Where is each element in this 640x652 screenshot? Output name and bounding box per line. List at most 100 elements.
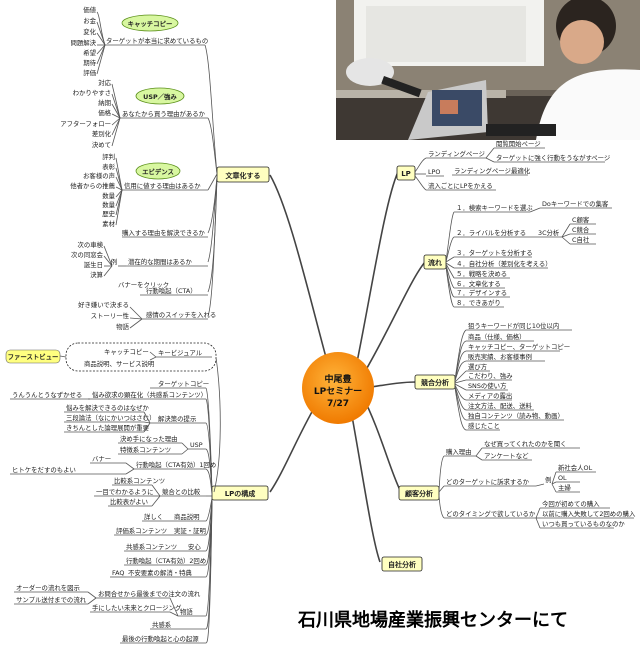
node-label: オーダーの流れを図示 [16,583,81,592]
nagare-lines [445,207,612,308]
node-label: 例 [111,257,117,266]
node-label: 好き嫌いで決まる [78,300,129,309]
kyogo-lines [454,329,572,431]
node-label: 表彰 [102,162,115,171]
node-label: 他者からの推薦 [70,181,115,190]
node-label: キービジュアル [158,348,203,357]
node-label: 最後の行動喚起と心の起源 [122,634,199,643]
node-label: ランディングページ最適化 [454,166,531,175]
node-label: ストーリー性 [91,311,130,320]
node-label: 価値 [83,5,96,14]
node-label: 物語 [180,607,193,616]
node-label: ８．できあがり [456,298,501,307]
node-label: ６．文章化する [456,279,501,288]
bunsho-texts: ターゲットが本当に求めているもの 価値 お金 変化 問題解決 希望 期待 評価 … [60,5,216,331]
firstview-group: キャッチコピー 商品説明、サービス説明 キービジュアル [59,342,221,493]
node-label: お客様の声 [83,171,115,180]
node-label: きちんとした論理展開が重要 [66,423,150,432]
node-label: ターゲットに強く行動をうながすページ [496,153,611,162]
callout-catch: キャッチコピー [128,19,173,28]
node-label: キャッチコピー [104,348,149,356]
node-label: 共感系 [152,620,171,629]
node-label: 期待 [83,58,96,67]
node-label: 今回が初めての購入 [542,499,600,508]
node-label: アフターフォロー [60,119,111,128]
center-name: 中尾豊 [324,373,351,385]
callouts: キャッチコピー USP／強み エビデンス ファーストビュー [5,14,185,364]
node-label: どのターゲットに訴求するか [446,477,530,486]
node-label: 対応 [98,78,111,87]
node-label: 以前に購入失敗して2回めの購入 [542,509,636,518]
node-label: 数量 [102,191,115,200]
node-label: 行動喚起（CTA有効）2回め [126,556,206,565]
callout-firstview: ファーストビュー [8,352,59,361]
node-label: 悩み欲求の顕在化（共感系コンテンツ） [92,390,207,399]
node-label: バナー [92,455,111,463]
node-label: 販売実績、お客様事例 [468,352,532,361]
node-label: ３．ターゲットを分析する [456,248,533,257]
node-label: 特徴系コンテンツ [120,445,171,454]
node-label: メディアの露出 [468,391,512,400]
bunsho-target: ターゲットが本当に求めているもの [106,36,208,45]
node-label: 歴史 [102,209,115,218]
node-label: Doキーワードでの集客 [542,199,609,208]
node-label: 決めて [92,140,111,149]
bunsho-justify: 購入する理由を解決できるか [122,228,206,237]
node-label: こだわり、強み [468,372,513,380]
node-label: いつも買っているものなのか [542,520,625,528]
node-label: SNSの使い方 [468,381,506,390]
seminar-photo [336,0,640,140]
node-label: ７．デザインする [456,288,507,297]
node-label: 変化 [83,27,96,36]
node-label: USP [190,441,203,449]
lpkousei-texts: ターゲットコピー 悩み欲求の顕在化（共感系コンテンツ） うんうんとうなずかせる … [12,379,216,643]
bunsho-lines [96,11,218,329]
node-label: 価格 [98,108,111,117]
node-label: 注文方法、配送、送料 [468,401,533,410]
branch-lp: LP [401,170,411,178]
node-label: 商品説明 [174,512,200,521]
node-label: 評判 [102,152,115,161]
branch-nagare: 流れ [428,258,442,267]
bunsho-trust: 信用に値する理由はあるか [124,181,201,190]
center-date: 7/27 [327,399,349,409]
node-label: LPO [428,168,440,176]
nagare-texts: １．検索キーワードを選ぶ Doキーワードでの集客 ２．ライバルを分析する 3C分… [456,199,609,307]
node-label: 評価系コンテンツ [116,526,167,535]
node-label: 実証・証明 [174,526,206,535]
node-label: 評価 [83,68,96,77]
node-label: 商品説明、サービス説明 [84,359,154,368]
branch-jisha: 自社分析 [388,560,416,569]
node-label: FAQ [112,569,124,577]
node-label: うんうんとうなずかせる [12,390,82,399]
node-label: 行動喚起（CTA有効）1回め [136,460,216,469]
bunsho-reason: あなたから買う理由があるか [122,109,206,118]
bunsho-action: 行動喚起（CTA） [146,286,197,295]
node-label: 安心 [188,542,201,551]
node-label: 不安要素の解消・特典 [128,568,193,577]
node-label: ５．戦略を決める [456,269,507,278]
center-node: 中尾豊 LPセミナー 7/27 [302,352,374,424]
node-label: 狙うキーワードが同じ10位以内 [468,321,559,330]
node-label: 感じたこと [468,421,500,430]
bunsho-latent: 潜在的な期間はあるか [128,257,193,266]
node-label: キャッチコピー、ターゲットコピー [468,342,570,351]
node-label: なぜ買ってくれたのかを聞く [484,440,567,448]
photo-illustration [336,0,640,140]
node-label: どのタイミングで欲しているか [446,509,536,518]
node-label: 独自コンテンツ（読み物、動画） [468,411,564,420]
bunsho-emotion: 感情のスイッチを入れる [146,310,216,319]
node-label: １．検索キーワードを選ぶ [456,203,533,212]
callout-evidence: エビデンス [142,167,174,176]
node-label: アンケートなど [484,452,529,460]
node-label: OL [558,474,567,482]
node-label: ターゲットコピー [158,379,209,388]
node-label: C自社 [572,235,590,244]
node-label: 次の同窓会 [71,250,104,259]
node-label: 閲覧開始ページ [496,139,541,148]
node-label: お金 [83,16,96,25]
node-label: C顧客 [572,215,590,224]
node-label: 素材 [102,219,115,228]
node-label: 選び方 [468,362,487,371]
